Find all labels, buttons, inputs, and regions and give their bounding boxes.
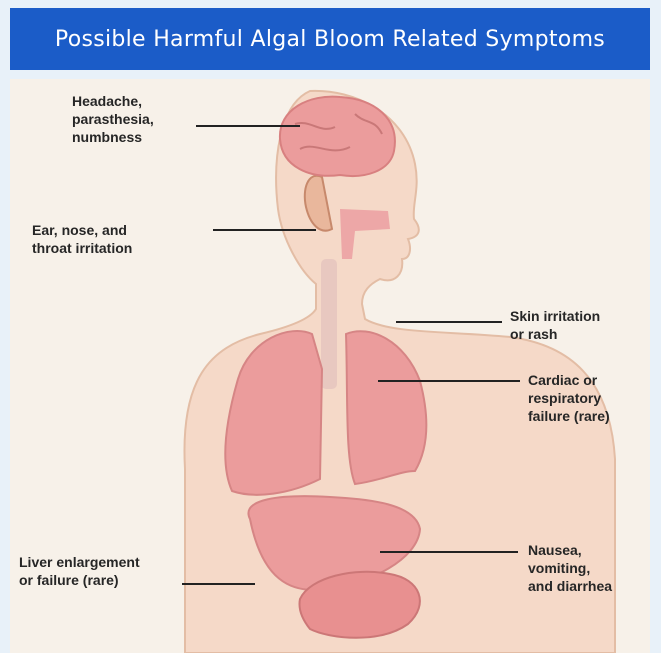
title-banner: Possible Harmful Algal Bloom Related Sym… bbox=[10, 8, 650, 70]
diagram-title: Possible Harmful Algal Bloom Related Sym… bbox=[55, 27, 605, 52]
brain-organ bbox=[280, 97, 395, 176]
trachea bbox=[321, 259, 337, 389]
ent-label: Ear, nose, and throat irritation bbox=[32, 221, 132, 257]
cardiac-label: Cardiac or respiratory failure (rare) bbox=[528, 371, 610, 425]
nausea-label: Nausea, vomiting, and diarrhea bbox=[528, 541, 612, 595]
liver-label: Liver enlargement or failure (rare) bbox=[19, 553, 140, 589]
skin-label: Skin irritation or rash bbox=[510, 307, 600, 343]
body-diagram-panel: Headache, parasthesia, numbness Ear, nos… bbox=[10, 79, 650, 653]
digestive-organs bbox=[299, 572, 419, 638]
headache-label: Headache, parasthesia, numbness bbox=[72, 92, 154, 146]
